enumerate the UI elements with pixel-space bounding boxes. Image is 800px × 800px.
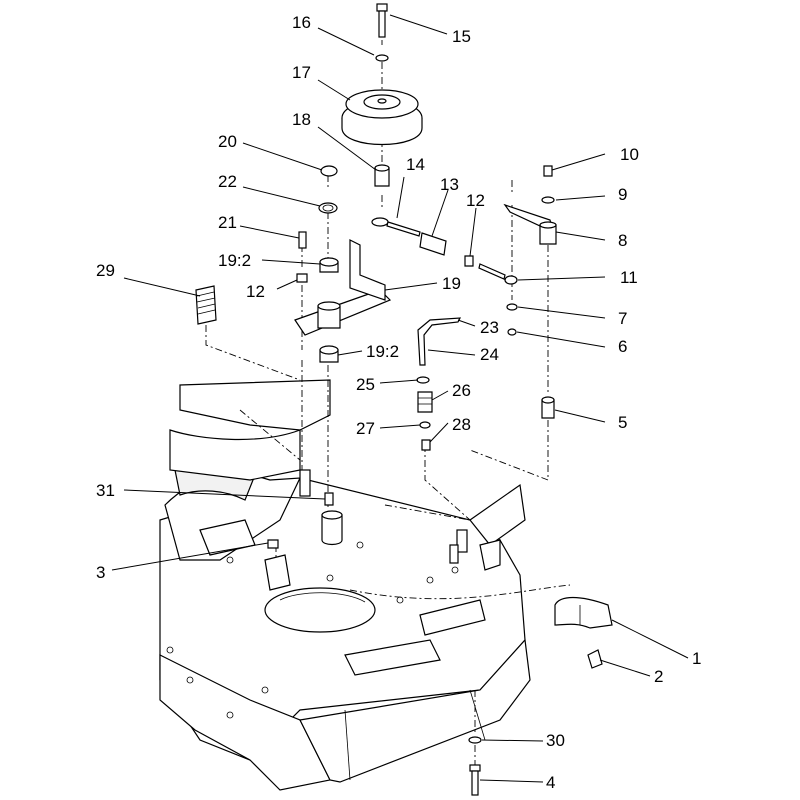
part-1-bracket: [554, 596, 613, 629]
part-19-2-bushing-upper: [319, 257, 339, 273]
callout-24: 24: [480, 345, 499, 364]
callout-28: 28: [452, 415, 471, 434]
part-13-sleeve: [419, 232, 447, 256]
callout-8: 8: [618, 231, 627, 250]
callout-31: 31: [96, 481, 115, 500]
part-20-clip: [320, 165, 338, 177]
part-25-washer: [416, 376, 430, 384]
callout-12-right: 12: [466, 191, 485, 210]
part-16-washer: [375, 54, 389, 62]
callout-19: 19: [442, 274, 461, 293]
callout-3: 3: [96, 563, 105, 582]
callout-30: 30: [546, 731, 565, 750]
part-6-nut: [507, 328, 517, 336]
part-14-rod: [371, 217, 421, 237]
callout-15: 15: [452, 27, 471, 46]
part-10-nut: [543, 165, 553, 177]
part-22-washer: [318, 202, 338, 214]
part-27-washer: [419, 421, 431, 429]
callout-labels: 16 15 17 18 20 22 21 19:2 12 29 19 19:2 …: [96, 13, 701, 792]
leader-lines: [111, 14, 689, 783]
callout-4: 4: [546, 773, 555, 792]
part-30-washer: [468, 736, 482, 744]
part-8-lever: [503, 203, 557, 245]
part-28-nut: [421, 439, 431, 451]
callout-19-2-upper: 19:2: [218, 251, 251, 270]
callout-21: 21: [218, 213, 237, 232]
callout-10: 10: [620, 145, 639, 164]
part-26-spring: [417, 391, 433, 413]
callout-16: 16: [292, 13, 311, 32]
part-9-washer: [541, 196, 555, 204]
callout-13: 13: [440, 175, 459, 194]
part-31-pin: [324, 492, 334, 506]
callout-18: 18: [292, 110, 311, 129]
part-29-spring: [195, 285, 217, 325]
mower-deck-housing: [159, 379, 531, 791]
part-7-washer: [506, 303, 518, 311]
callout-17: 17: [292, 63, 311, 82]
part-19-idler-arm: [294, 239, 392, 336]
callout-14: 14: [406, 155, 425, 174]
callout-9: 9: [618, 185, 627, 204]
callout-12-left: 12: [246, 282, 265, 301]
part-5-spacer: [541, 396, 555, 419]
part-17-pulley: [341, 89, 423, 146]
callout-29: 29: [96, 261, 115, 280]
part-21-bolt: [298, 231, 307, 249]
callout-22: 22: [218, 172, 237, 191]
callout-25: 25: [356, 375, 375, 394]
callout-2: 2: [654, 667, 663, 686]
part-18-spacer: [374, 164, 390, 187]
part-23-24-link: [417, 317, 462, 366]
callout-1: 1: [692, 649, 701, 668]
part-12-nut-left: [296, 273, 308, 283]
callout-6: 6: [618, 337, 627, 356]
part-12-nut-right: [464, 255, 474, 267]
part-2-bolt: [587, 649, 603, 669]
callout-20: 20: [218, 132, 237, 151]
callout-5: 5: [618, 413, 627, 432]
callout-7: 7: [618, 309, 627, 328]
callout-27: 27: [356, 419, 375, 438]
callout-23: 23: [480, 318, 499, 337]
part-11-rod-end: [478, 263, 518, 285]
callout-26: 26: [452, 381, 471, 400]
callout-11: 11: [620, 268, 638, 287]
callout-19-2-lower: 19:2: [366, 342, 399, 361]
part-4-bolt: [469, 764, 481, 796]
part-19-2-bushing-lower: [319, 345, 339, 363]
part-3-nut: [267, 539, 279, 549]
part-15-bolt: [376, 3, 388, 38]
